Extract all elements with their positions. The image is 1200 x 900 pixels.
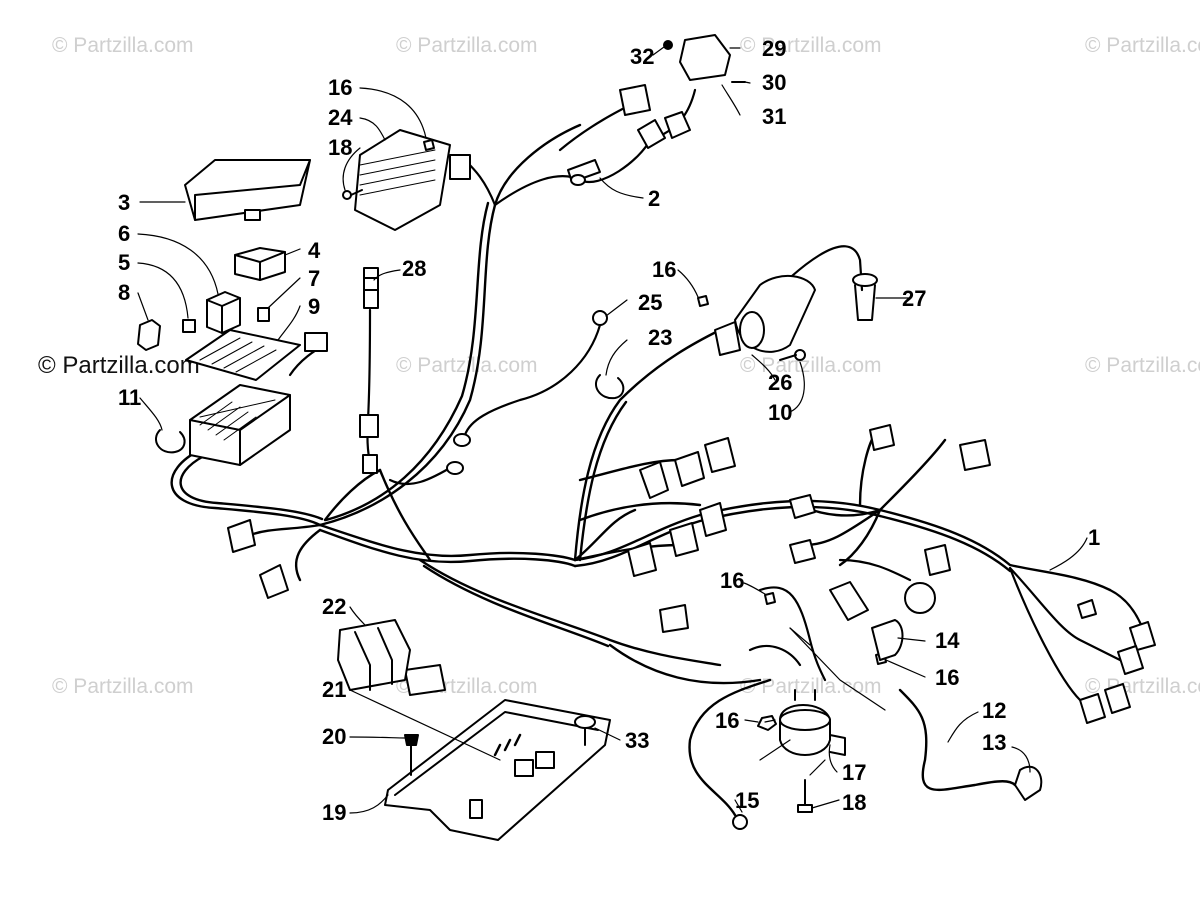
- callout-30: 30: [762, 70, 786, 95]
- fuel-pump-26: [714, 274, 816, 356]
- callout-13: 13: [982, 730, 1006, 755]
- screw-20: [404, 734, 419, 776]
- solenoid-cable-b: [748, 644, 802, 667]
- callout-2: 2: [648, 186, 660, 211]
- fuse-block-housing: [189, 332, 328, 466]
- nut-16: [423, 139, 887, 731]
- callout-1: 1: [1088, 525, 1100, 550]
- callout-labels: 1 2 3 4 5 6 7 8 9 10 11 12 13 14 15 16 1…: [118, 36, 1100, 825]
- right-harness-branch: [1008, 566, 1132, 667]
- clamp-23: [595, 374, 625, 400]
- watermark: © Partzilla.com: [1085, 34, 1200, 57]
- callout-16a: 16: [328, 75, 352, 100]
- callout-22: 22: [322, 594, 346, 619]
- starter-solenoid-17: [779, 689, 846, 756]
- pigtail-to-indicator: [838, 558, 912, 582]
- watermark: © Partzilla.com: [740, 675, 882, 698]
- relay-6: [206, 291, 241, 334]
- fuel-sender-plug-27: [852, 273, 878, 321]
- right-harness-branch-b: [1008, 566, 1082, 702]
- main-wiring-harness: [170, 123, 1112, 685]
- ring-terminal-15: [732, 814, 748, 830]
- callout-5: 5: [118, 250, 130, 275]
- callout-18b: 18: [842, 790, 866, 815]
- callout-16e: 16: [715, 708, 739, 733]
- connector-upper-3: [567, 159, 601, 186]
- callout-32: 32: [630, 44, 654, 69]
- switch-assembly-29: [663, 34, 746, 83]
- callout-26: 26: [768, 370, 792, 395]
- callout-33: 33: [625, 728, 649, 753]
- connector-cluster-center: [404, 437, 736, 696]
- callout-20: 20: [322, 724, 346, 749]
- screw-18-top: [342, 189, 363, 200]
- solenoid-cable: [758, 586, 827, 682]
- fuse-box-cover: [184, 159, 311, 221]
- ground-wire: [463, 323, 602, 437]
- bolt-18: [797, 779, 813, 813]
- connector-right-cluster: [789, 424, 1156, 724]
- watermark: © Partzilla.com: [740, 354, 882, 377]
- callout-10: 10: [768, 400, 792, 425]
- callout-27: 27: [902, 286, 926, 311]
- watermark: © Partzilla.com: [396, 354, 538, 377]
- watermark: © Partzilla.com: [740, 34, 882, 57]
- circuit-board-9: [185, 329, 301, 381]
- watermark: © Partzilla.com: [52, 34, 194, 57]
- watermark: © Partzilla.com: [1085, 354, 1200, 377]
- fuse-5: [182, 319, 196, 333]
- cdi-module-22: [337, 619, 411, 691]
- callout-8: 8: [118, 280, 130, 305]
- callout-16d: 16: [935, 665, 959, 690]
- callout-9: 9: [308, 294, 320, 319]
- leader-lines: [137, 46, 1088, 814]
- callout-14: 14: [935, 628, 960, 653]
- voltage-regulator-24: [354, 129, 471, 231]
- relay-4: [234, 247, 286, 281]
- callout-16b: 16: [652, 257, 676, 282]
- callout-15: 15: [735, 788, 759, 813]
- callout-23: 23: [648, 325, 672, 350]
- sensor-lead: [366, 308, 382, 474]
- mounting-plate-19: [384, 699, 611, 841]
- callout-3: 3: [118, 190, 130, 215]
- terminal-25: [592, 310, 608, 326]
- callout-24: 24: [328, 105, 353, 130]
- watermark: © Partzilla.com: [52, 675, 194, 698]
- diode-8: [137, 319, 161, 351]
- callout-25: 25: [638, 290, 662, 315]
- callout-29: 29: [762, 36, 786, 61]
- screw-10: [779, 349, 806, 361]
- clamp-11: [155, 429, 186, 454]
- callout-28: 28: [402, 256, 426, 281]
- callout-6: 6: [118, 221, 130, 246]
- terminal-boot-13: [1014, 765, 1043, 801]
- connector-left-cluster: [227, 433, 471, 599]
- watermark-prominent: © Partzilla.com: [38, 352, 200, 379]
- rivet-33: [574, 715, 596, 746]
- watermark: © Partzilla.com: [396, 34, 538, 57]
- battery-cable-12: [898, 688, 1017, 791]
- oxygen-sensor-28: [359, 267, 379, 474]
- callout-11: 11: [118, 385, 141, 410]
- callout-18a: 18: [328, 135, 352, 160]
- connector-upper-2: [637, 111, 691, 149]
- battery-cable-15: [688, 678, 772, 817]
- callout-17: 17: [842, 760, 866, 785]
- callout-16c: 16: [720, 568, 744, 593]
- callout-4: 4: [308, 238, 321, 263]
- callout-7: 7: [308, 266, 320, 291]
- fuse-7: [257, 307, 270, 322]
- connector-upper-1: [619, 84, 651, 116]
- callout-19: 19: [322, 800, 346, 825]
- callout-21: 21: [322, 677, 346, 702]
- callout-12: 12: [982, 698, 1006, 723]
- callout-31: 31: [762, 104, 786, 129]
